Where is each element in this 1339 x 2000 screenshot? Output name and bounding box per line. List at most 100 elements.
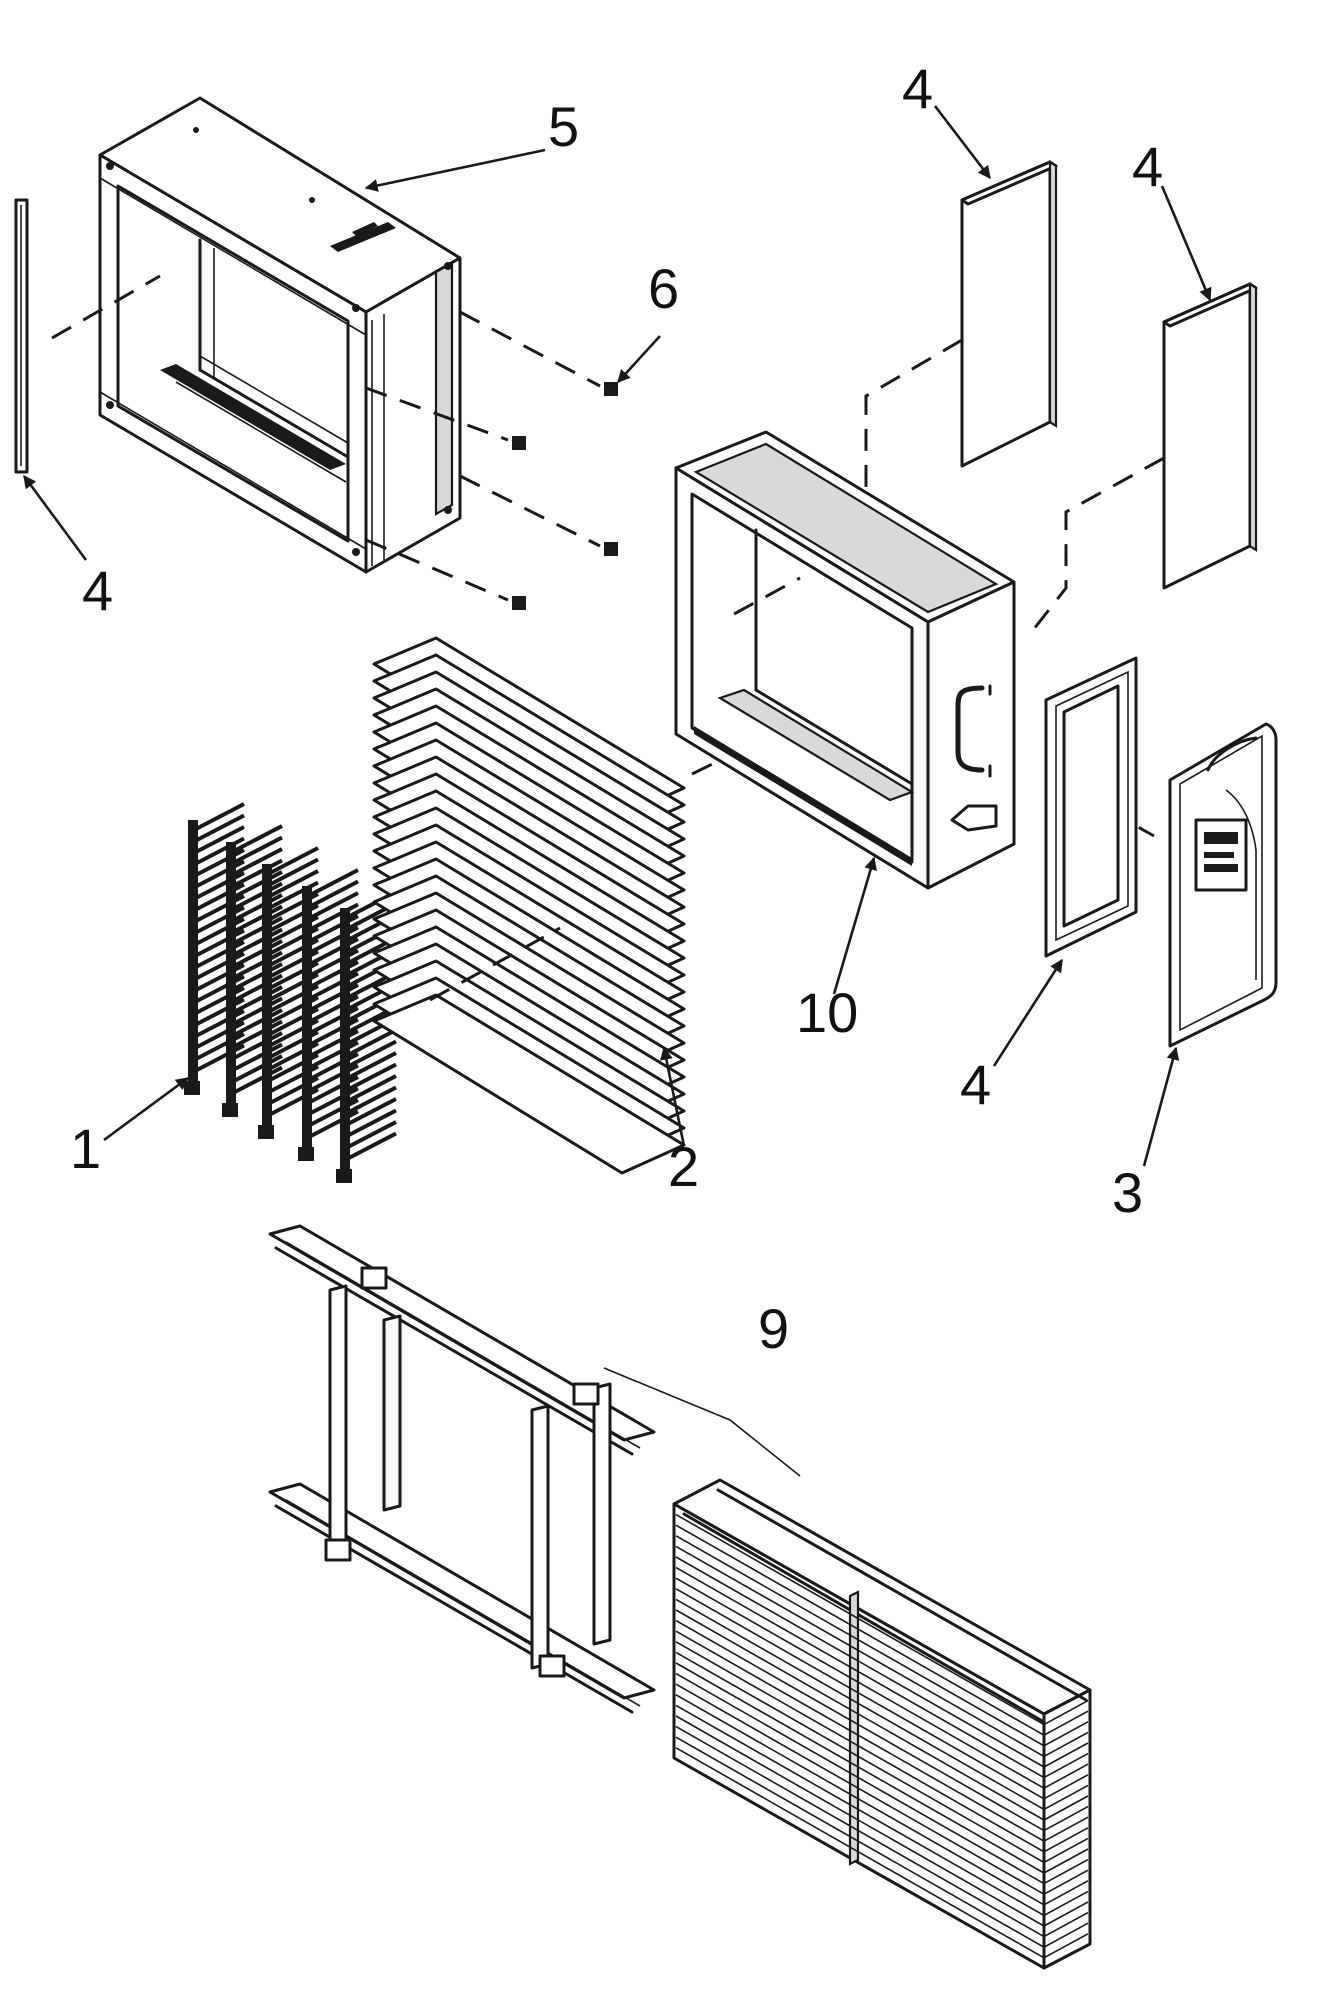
callout-5: 5 [548,95,579,158]
cartridge-slat-edge [1043,1763,1089,1789]
cell-blade [193,825,245,855]
cell-blade [231,996,283,1027]
cartridge-slat [675,1588,1045,1800]
cell-blade [231,916,283,946]
cartridge-slat-edge [1043,1890,1089,1917]
cell-blade [231,927,283,958]
cartridge-slat-edge [1043,1699,1089,1726]
cartridge-slat [675,1715,1045,1927]
leader-lines [22,105,1212,1167]
cell-blade [231,824,283,854]
cell-foot [298,1147,314,1161]
callout-4-strip: 4 [82,559,113,622]
cell-blade [345,1051,397,1081]
cell-blade [345,1085,397,1116]
cell-blade [231,893,283,923]
cartridge-slat-edge [1043,1869,1089,1895]
cartridge-slat [675,1598,1045,1811]
cell-blade [231,870,283,900]
cell-blade [193,813,245,844]
cell-blade [193,802,245,832]
cartridge-slat-edge [1043,1742,1089,1768]
cell-foot [258,1125,274,1139]
cartridge-slat-edge [1043,1848,1089,1874]
cell-blade [345,1097,397,1127]
cartridge-slat [675,1694,1045,1906]
callout-6: 6 [648,257,679,320]
cell-blade [231,1008,283,1038]
cartridge-slat-edge [1043,1837,1089,1864]
cell-blade [307,868,359,898]
cartridge-slat [675,1725,1045,1938]
cartridge-slat-edge [1043,1784,1089,1811]
callout-4-panel-b: 4 [1132,135,1163,198]
cartridge-slat-edge [1043,1911,1089,1938]
cartridge-slat [675,1651,1045,1864]
mounting-clips [512,382,618,610]
cartridge-slat [675,1747,1045,1959]
cell-blade [345,1074,397,1104]
cartridge-slat-edge [1043,1710,1089,1736]
cartridge-slat [675,1662,1045,1874]
cartridge-slat [675,1556,1045,1768]
cartridge-slat-edge [1043,1752,1089,1779]
assembly-lines-upper [51,274,601,602]
inner-frame [674,430,1016,890]
cartridge-slat-edge [1043,1721,1089,1747]
cell-spine [226,842,236,1107]
callout-labels: 5 6 4 4 4 1 2 10 4 3 9 [70,57,1163,1360]
cell-blade [267,846,319,876]
cell-spine [262,864,272,1129]
cartridge-slat [675,1524,1045,1736]
cell-blade [307,891,359,921]
cell-blade [231,1019,283,1050]
cell-blade [231,1031,283,1061]
cell-blade [231,904,283,935]
cartridge-slat-edge [1043,1774,1089,1800]
cartridge-slat-edge [1043,1816,1089,1842]
access-door [1168,722,1278,1048]
cartridge-slat-edge [1043,1805,1089,1832]
cartridge-slat [675,1545,1045,1758]
filter-plate-stack [372,636,686,1175]
collector-cells [184,802,397,1183]
callout-1: 1 [70,1117,101,1180]
cell-blade [231,950,283,981]
cartridge-slat [675,1736,1045,1948]
cell-foot [184,1081,200,1095]
cell-blade [231,985,283,1015]
cell-spine [302,886,312,1151]
cartridge-slat-edge [1043,1880,1089,1906]
callout-9: 9 [758,1297,789,1360]
cell-blade [345,1131,397,1162]
cartridge-slat [675,1641,1045,1853]
cartridge-slat-edge [1043,1933,1089,1959]
callout-10: 10 [796,981,858,1044]
cell-blade [345,1108,397,1139]
cell-blade [231,962,283,992]
cell-blade [231,835,283,866]
cell-blade [231,1054,283,1084]
cartridge-slat [675,1630,1045,1842]
cartridge-slat [675,1704,1045,1917]
cartridge-slat [675,1535,1045,1747]
cell-spine [340,908,350,1173]
cartridge-slat-edge [1043,1901,1089,1927]
cell-spine [188,820,198,1085]
cell-foot [222,1103,238,1117]
cell-blade [231,847,283,877]
cartridge-slat-edge [1043,1731,1089,1758]
filter-cartridge [672,1478,1092,1970]
cartridge-slat-edge [1043,1827,1089,1853]
cell-blade [345,1120,397,1150]
cell-blade [267,869,319,899]
callout-4-panel-a: 4 [902,57,933,120]
cell-blade [345,1039,397,1070]
cartridge-slat [675,1577,1045,1789]
group-bracket-line [603,1367,801,1477]
callout-4-gasket: 4 [960,1053,991,1116]
side-panel-top-a [960,159,1058,468]
cartridge-slat [675,1619,1045,1832]
